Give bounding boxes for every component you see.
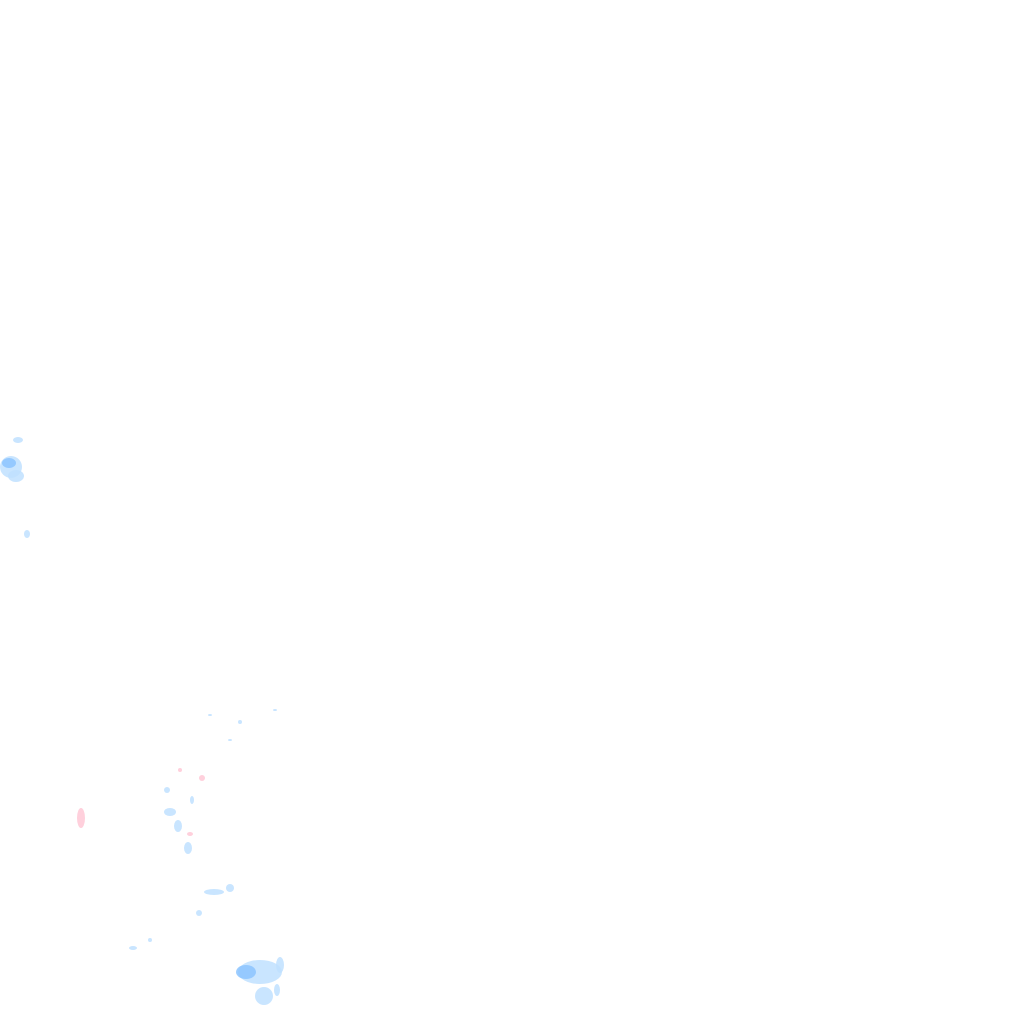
- rain-echo: [190, 796, 194, 804]
- rain-echo: [148, 938, 152, 942]
- rain-echo: [255, 987, 273, 1005]
- rain-echo: [204, 889, 224, 895]
- rain-echo: [174, 820, 182, 832]
- rain-echo: [2, 458, 16, 468]
- rain-echo: [228, 739, 232, 741]
- rain-echo: [276, 957, 284, 973]
- rain-echo: [273, 709, 277, 711]
- rain-echo: [238, 720, 242, 724]
- rain-echo: [24, 530, 30, 538]
- rain-echo: [236, 965, 256, 979]
- rain-echo: [13, 437, 23, 443]
- mixed-precip-echo: [187, 832, 193, 836]
- rain-echo: [8, 470, 24, 482]
- rain-echo: [196, 910, 202, 916]
- rain-echo: [184, 842, 192, 854]
- rain-echo: [226, 884, 234, 892]
- rain-echo: [164, 808, 176, 816]
- rain-echo: [164, 787, 170, 793]
- mixed-precip-echo: [199, 775, 205, 781]
- mixed-precip-echo: [77, 808, 85, 828]
- mixed-precip-echo: [178, 768, 182, 772]
- rain-echo: [208, 714, 212, 716]
- rain-echo: [274, 984, 280, 996]
- rain-echo: [129, 946, 137, 950]
- precip-cell-west: [0, 437, 30, 538]
- precip-scatter-south: [77, 709, 284, 1005]
